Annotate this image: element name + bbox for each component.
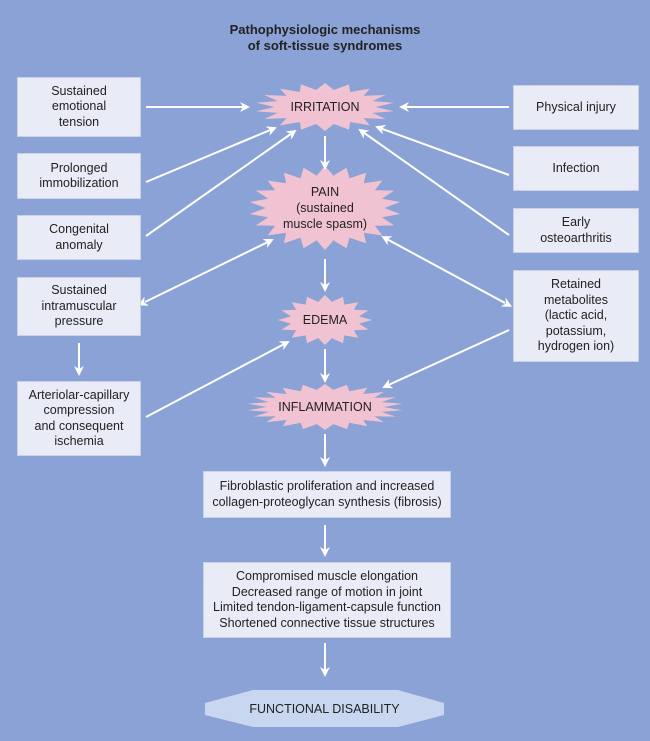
outcome-label: FUNCTIONAL DISABILITY [249,701,400,716]
cause-box-emotional: Sustained emotional tension [17,77,141,137]
consequences-box: Compromised muscle elongation Decreased … [203,562,451,638]
cause-box-metabolites: Retained metabolites (lactic acid, potas… [513,270,639,362]
arrow-metabolites-to-inflammation [382,329,510,389]
arrow-osteoarthritis-to-irritation [358,128,510,236]
cause-box-infection: Infection [513,146,639,191]
fibrosis-box: Fibroblastic proliferation and increased… [203,471,451,518]
arrow-congenital-to-irritation [145,129,297,237]
cause-box-ischemia: Arteriolar-capillary compression and con… [17,381,141,456]
outcome-shape [205,690,444,727]
arrow-immobilization-to-irritation [145,126,277,183]
node-pain: PAIN (sustained muscle spasm) [282,185,368,231]
arrow-infection-to-irritation [375,125,510,176]
cause-box-intramuscular: Sustained intramuscular pressure [17,277,141,336]
diagram-title: Pathophysiologic mechanisms of soft-tiss… [229,22,421,53]
arrow-pain-to-intramuscular [137,239,274,306]
starburst-pain [249,166,401,250]
node-edema: EDEMA [302,313,348,327]
cause-box-injury: Physical injury [513,85,639,130]
arrow-pain-to-metabolites [381,236,513,307]
arrow-ischemia-to-edema [145,341,290,418]
starburst-edema [278,295,372,345]
starburst-irritation [256,83,394,131]
cause-box-osteoarthritis: Early osteoarthritis [513,208,639,253]
node-inflammation: INFLAMMATION [278,400,372,414]
cause-box-immobilization: Prolonged immobilization [17,153,141,199]
cause-box-congenital: Congenital anomaly [17,215,141,260]
node-irritation: IRRITATION [290,100,360,114]
starburst-inflammation [247,384,403,430]
